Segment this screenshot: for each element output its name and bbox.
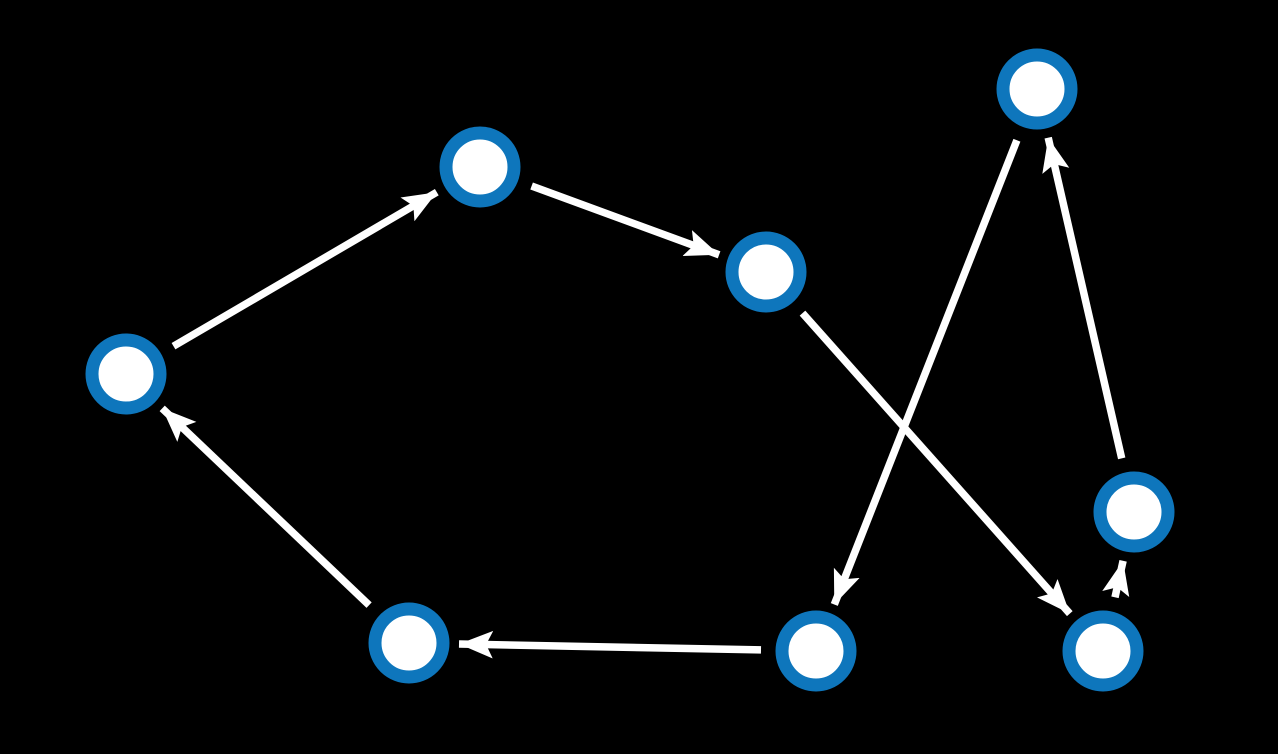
graph-node-n8	[1062, 610, 1144, 692]
graph-node-n4	[85, 333, 167, 415]
graph-node-n7	[775, 610, 857, 692]
edge-n7-n6	[458, 630, 762, 659]
graph-node-n3	[725, 231, 807, 313]
edge-n5-n1	[1042, 136, 1126, 460]
node-layer	[85, 48, 1175, 692]
edge-n2-n3	[530, 182, 721, 259]
edge-n8-n5	[1102, 559, 1130, 599]
edge-n6-n4	[159, 405, 372, 608]
edge-n1-n7	[830, 138, 1021, 606]
edge-n3-n8	[799, 310, 1073, 617]
graph-node-n1	[996, 48, 1078, 130]
graph-node-n2	[439, 126, 521, 208]
edge-n4-n2	[171, 188, 439, 350]
edge-layer	[159, 136, 1130, 659]
graph-node-n6	[368, 602, 450, 684]
graph-node-n5	[1093, 471, 1175, 553]
